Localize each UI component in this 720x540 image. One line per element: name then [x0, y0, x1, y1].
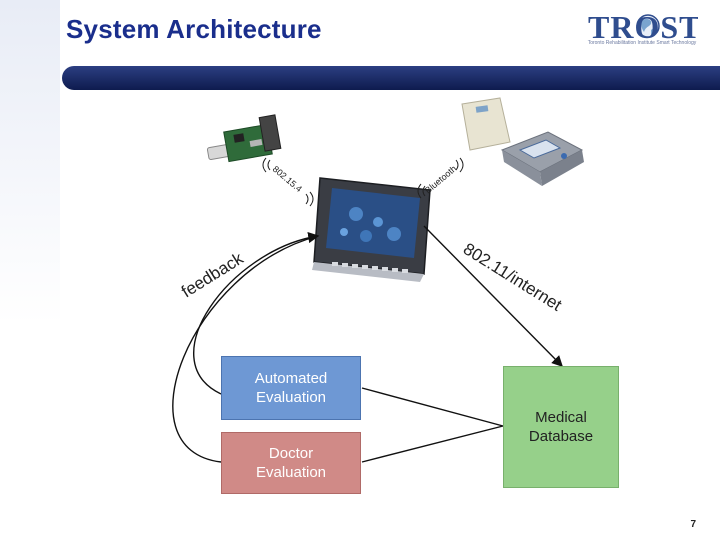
- feedback-from-doctor-curve: [172, 235, 319, 463]
- page-number: 7: [690, 519, 696, 530]
- handheld-device-icon: [312, 177, 431, 282]
- database-to-doctor-line: [361, 425, 504, 463]
- wireless-signal-icon: [262, 157, 464, 207]
- automated-evaluation-line2: Evaluation: [255, 389, 327, 406]
- trost-logo: TROST: [588, 9, 698, 45]
- wifi-internet-label: 802.11/internet: [460, 239, 565, 315]
- database-to-automated-line: [361, 387, 504, 427]
- doctor-evaluation-line2: Evaluation: [255, 464, 327, 481]
- bluetooth-link-label: Bluetooth: [423, 163, 459, 195]
- logo-tagline: Toronto Rehabilitation Institute Smart T…: [587, 40, 697, 46]
- page-title: System Architecture: [66, 14, 322, 44]
- header-bar: [62, 66, 720, 90]
- device-to-database-arrow: [423, 225, 563, 367]
- medical-database-line2: Database: [528, 428, 594, 445]
- feedback-from-automated-curve: [193, 232, 320, 395]
- blood-pressure-monitor-icon: [500, 131, 584, 186]
- medical-database-line1: Medical: [535, 409, 587, 426]
- doctor-evaluation-line1: Doctor: [268, 445, 314, 462]
- globe-icon: [636, 14, 660, 38]
- automated-evaluation-line1: Automated: [254, 370, 328, 387]
- bathroom-scale-icon: [461, 97, 511, 151]
- left-decorative-strip: [0, 0, 60, 540]
- sensor-board-icon: [206, 114, 282, 163]
- logo-text: TROST: [588, 9, 698, 45]
- zigbee-link-label: 802.15.4: [271, 164, 304, 194]
- feedback-label: feedback: [178, 248, 247, 301]
